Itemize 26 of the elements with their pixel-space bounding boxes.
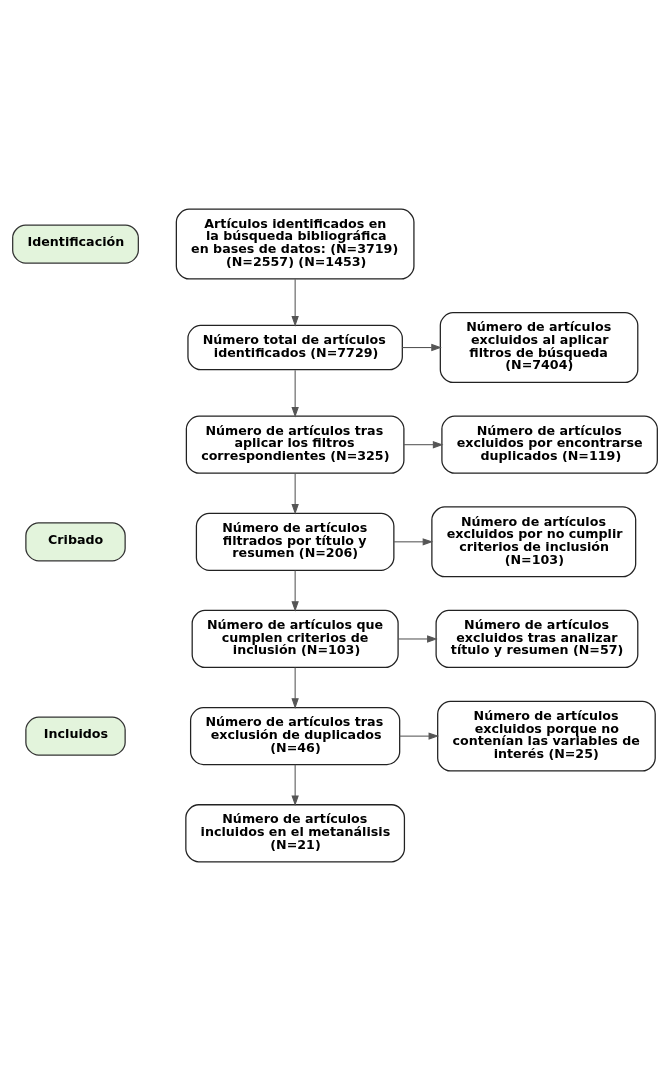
arrow [291, 763, 299, 806]
node-box: Incluidos [25, 716, 126, 756]
node-box: Número de artículos excluidos al aplicar filtros de búsqueda (N=7404) [439, 311, 639, 383]
node-box: Número de artículos excluidos por encontrarse duplicados (N=119) [441, 415, 658, 474]
arrow [291, 666, 299, 709]
arrow [403, 440, 444, 448]
node-box: Número de artículos tras exclusión de duplicados (N=46) [189, 706, 401, 765]
node-box: Artículos identificados en la búsqueda bibliográfica en bases de datos: (N=3719) (N=2557) (N=1453) [175, 208, 415, 280]
node-box: Número de artículos que cumplen criterios de inclusión (N=103) [191, 609, 399, 668]
node-box: Identificación [12, 223, 139, 264]
arrow [291, 278, 299, 327]
node-box: Número de artículos incluidos en el metanálisis (N=21) [185, 803, 406, 862]
node-box: Cribado [25, 521, 126, 561]
arrow [291, 369, 299, 418]
arrow [397, 634, 438, 643]
node-box: Número de artículos filtrados por título y resumen (N=206) [195, 512, 395, 571]
arrow [393, 537, 434, 546]
node-box: Número total de artículos identificados (N=7729) [187, 324, 403, 370]
node-box: Número de artículos excluidos tras analizar título y resumen (N=57) [435, 609, 639, 668]
arrow [291, 472, 299, 515]
node-box: Número de artículos excluidos por no cumplir criterios de inclusión (N=103) [431, 505, 637, 577]
arrow [401, 343, 442, 351]
arrow [399, 731, 440, 740]
node-box: Número de artículos excluidos porque no contenían las variables de interés (N=25) [437, 700, 656, 772]
arrow [291, 569, 299, 612]
node-box: Número de artículos tras aplicar los filtros correspondientes (N=325) [185, 415, 405, 474]
